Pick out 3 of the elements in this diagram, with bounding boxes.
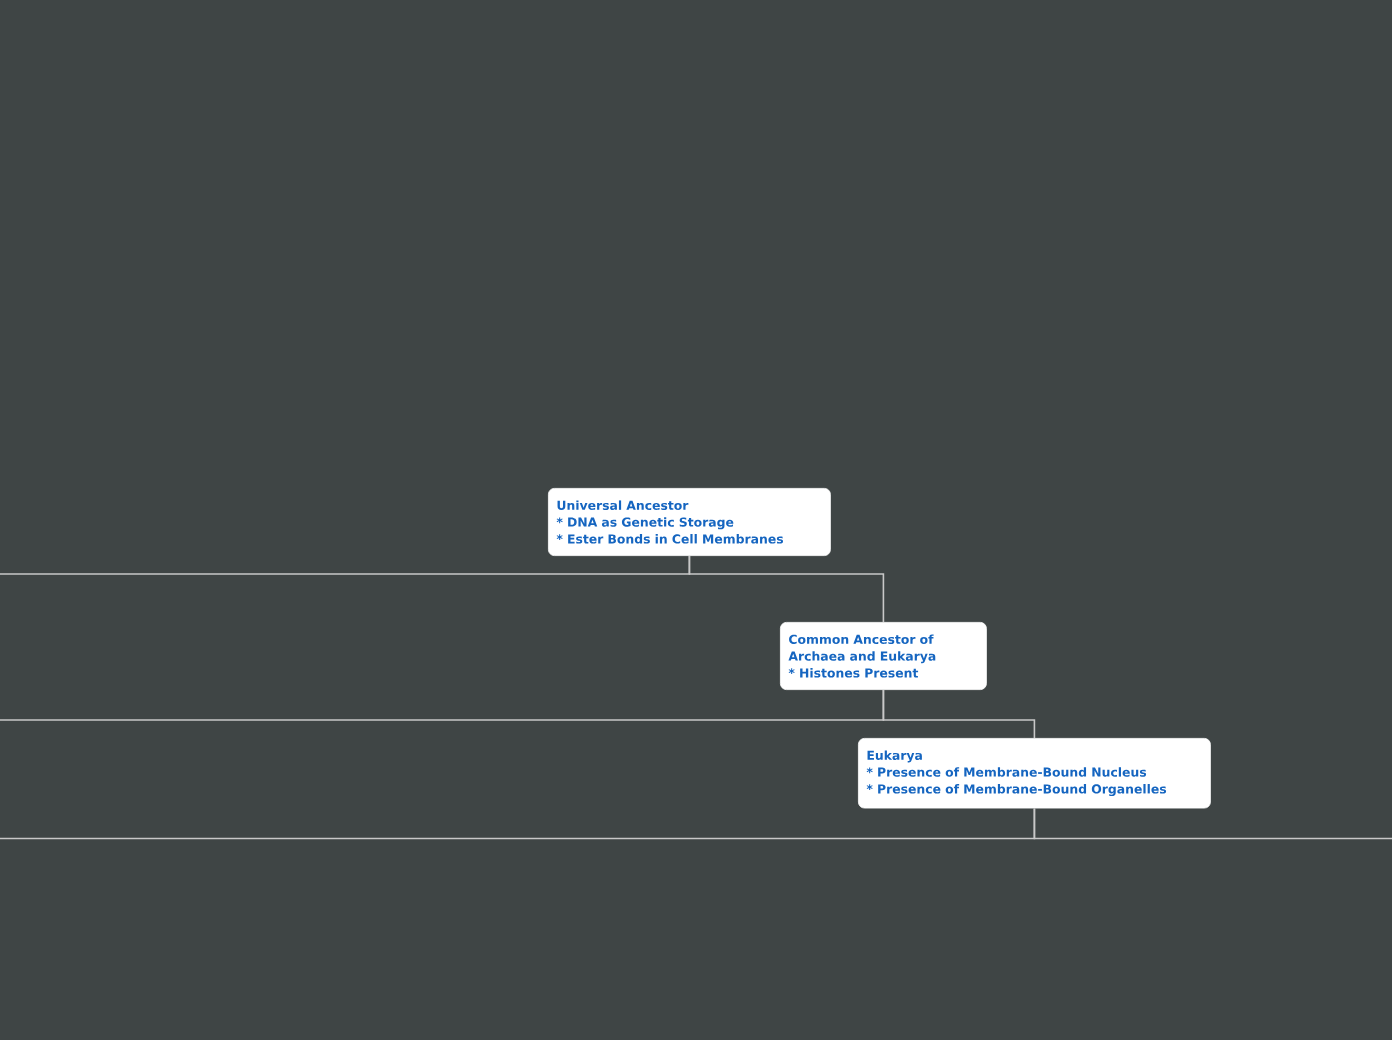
connector-line [0,555,691,575]
connector-line [1033,807,1392,840]
connector-line [0,689,885,721]
